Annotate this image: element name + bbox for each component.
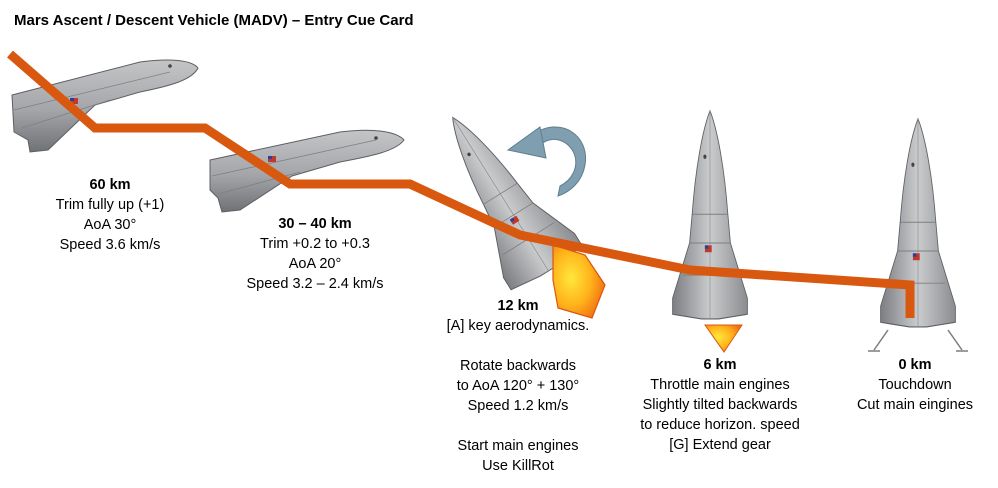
- stage-note: Slightly tilted backwards: [642, 397, 798, 413]
- stage-altitude: 30 – 40 km: [278, 216, 352, 232]
- stage-altitude: 60 km: [89, 177, 131, 193]
- stage-30-40km: 30 – 40 km Trim +0.2 to +0.3 AoA 20° Spe…: [220, 214, 410, 294]
- stage-60km: 60 km Trim fully up (+1) AoA 30° Speed 3…: [20, 175, 200, 255]
- stage-note: to reduce horizon. speed: [640, 417, 800, 433]
- spacer: [418, 416, 618, 436]
- stage-note: Throttle main engines: [650, 377, 790, 393]
- stage-note: Speed 3.6 km/s: [59, 237, 161, 253]
- rotate-backwards-arrow-icon: [506, 126, 587, 197]
- stage-altitude: 12 km: [497, 298, 539, 314]
- vehicle-icon: [880, 118, 956, 328]
- stage-note: Speed 3.2 – 2.4 km/s: [246, 276, 384, 292]
- engine-flame-icon: [552, 244, 606, 319]
- stage-note: Trim +0.2 to +0.3: [260, 236, 370, 252]
- trajectory-line: [7, 50, 915, 318]
- stage-note: Use KillRot: [482, 458, 554, 474]
- stage-note: Trim fully up (+1): [55, 197, 165, 213]
- stage-note: Speed 1.2 km/s: [467, 398, 569, 414]
- stage-note: [A] key aerodynamics.: [446, 318, 590, 334]
- stage-note: Rotate backwards: [459, 358, 577, 374]
- stage-altitude: 0 km: [898, 357, 932, 373]
- page-title: Mars Ascent / Descent Vehicle (MADV) – E…: [14, 12, 414, 29]
- stage-12km: 12 km [A] key aerodynamics. Rotate backw…: [418, 296, 618, 476]
- vehicle-icon: [672, 110, 748, 320]
- stage-note: AoA 20°: [288, 256, 342, 272]
- vehicle-icon: [209, 129, 405, 213]
- engine-flame-icon: [704, 324, 743, 353]
- stage-note: to AoA 120° + 130°: [456, 378, 580, 394]
- landing-gear: [868, 329, 968, 352]
- stage-note: Cut main eingines: [856, 397, 974, 413]
- spacer: [418, 336, 618, 356]
- stage-0km: 0 km Touchdown Cut main eingines: [840, 355, 990, 415]
- stage-note: Touchdown: [878, 377, 952, 393]
- stage-note: Start main engines: [457, 438, 579, 454]
- stage-note: [G] Extend gear: [669, 437, 771, 453]
- stage-note: AoA 30°: [83, 217, 137, 233]
- stage-altitude: 6 km: [703, 357, 737, 373]
- stage-6km: 6 km Throttle main engines Slightly tilt…: [615, 355, 825, 455]
- vehicle-icon: [11, 59, 199, 153]
